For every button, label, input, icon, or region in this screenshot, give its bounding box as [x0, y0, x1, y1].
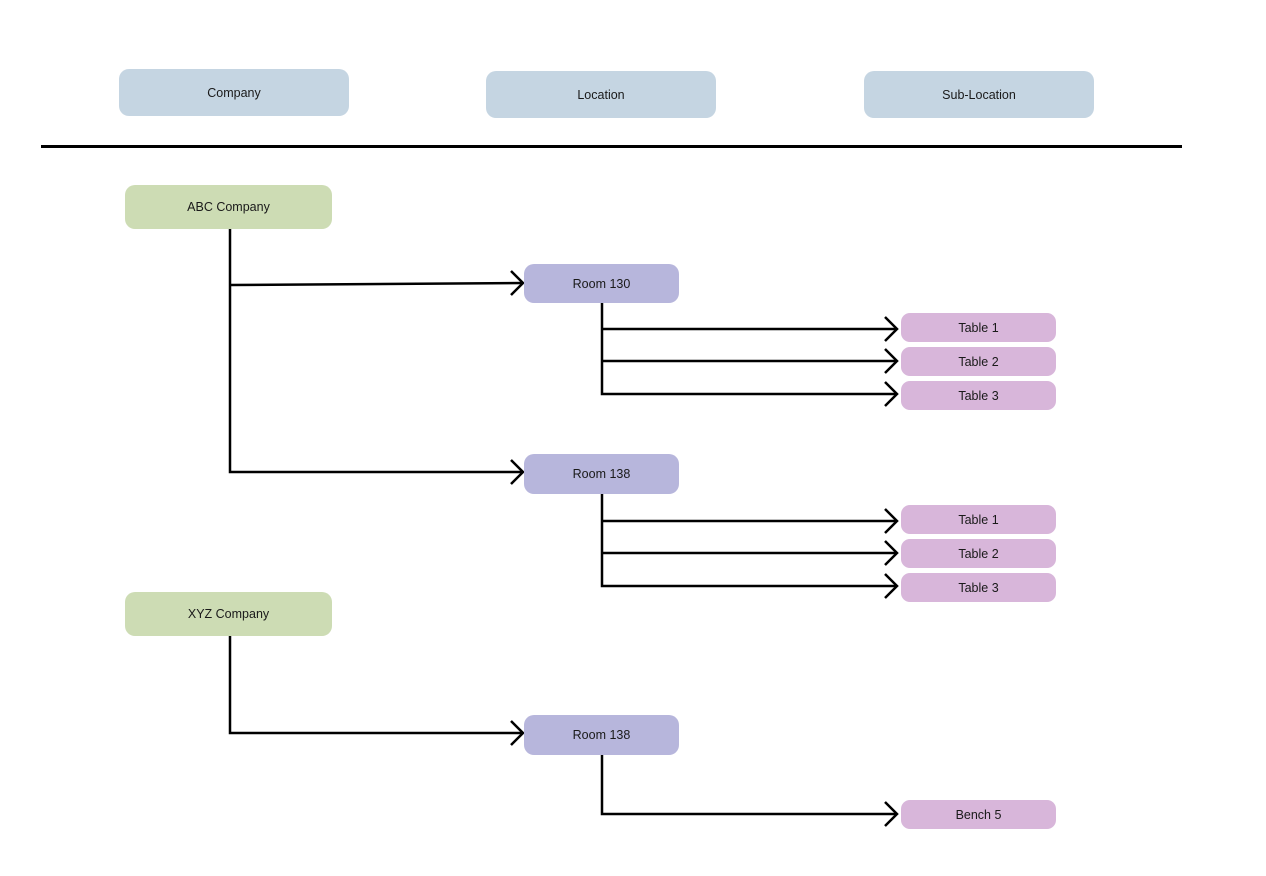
arrowhead-room138-table2	[884, 540, 899, 566]
company-xyz-node: XYZ Company	[125, 592, 332, 636]
sub-room138-table2-node: Table 2	[901, 539, 1056, 568]
location-xyz-room138-node: Room 138	[524, 715, 679, 755]
sub-room130-table1-node: Table 1	[901, 313, 1056, 342]
arrowhead-room138-table3	[884, 573, 899, 599]
header-company: Company	[119, 69, 349, 116]
sub-room130-table2-node: Table 2	[901, 347, 1056, 376]
sub-room138-table1-node: Table 1	[901, 505, 1056, 534]
company-abc-node: ABC Company	[125, 185, 332, 229]
header-location: Location	[486, 71, 716, 118]
header-divider	[41, 145, 1182, 148]
arrowhead-abc-room130	[510, 270, 525, 296]
connector-abc-room130	[229, 281, 524, 287]
header-sub-location: Sub-Location	[864, 71, 1094, 118]
arrowhead-xyz-bench5	[884, 801, 899, 827]
location-room130-node: Room 130	[524, 264, 679, 303]
arrowhead-room130-table3	[884, 381, 899, 407]
connector-xyz-room138-bench	[600, 754, 897, 816]
connector-xyz-trunk	[228, 635, 523, 735]
sub-room130-table3-node: Table 3	[901, 381, 1056, 410]
arrowhead-room130-table2	[884, 348, 899, 374]
sub-xyz-bench5-node: Bench 5	[901, 800, 1056, 829]
connector-abc-trunk	[228, 228, 523, 474]
arrowhead-xyz-room138	[510, 720, 525, 746]
location-room138-node: Room 138	[524, 454, 679, 494]
arrowhead-room130-table1	[884, 316, 899, 342]
arrowhead-room138-table1	[884, 508, 899, 534]
sub-room138-table3-node: Table 3	[901, 573, 1056, 602]
connector-room138-trunk	[600, 493, 897, 588]
connector-room130-trunk	[600, 302, 897, 396]
arrowhead-abc-room138	[510, 459, 525, 485]
